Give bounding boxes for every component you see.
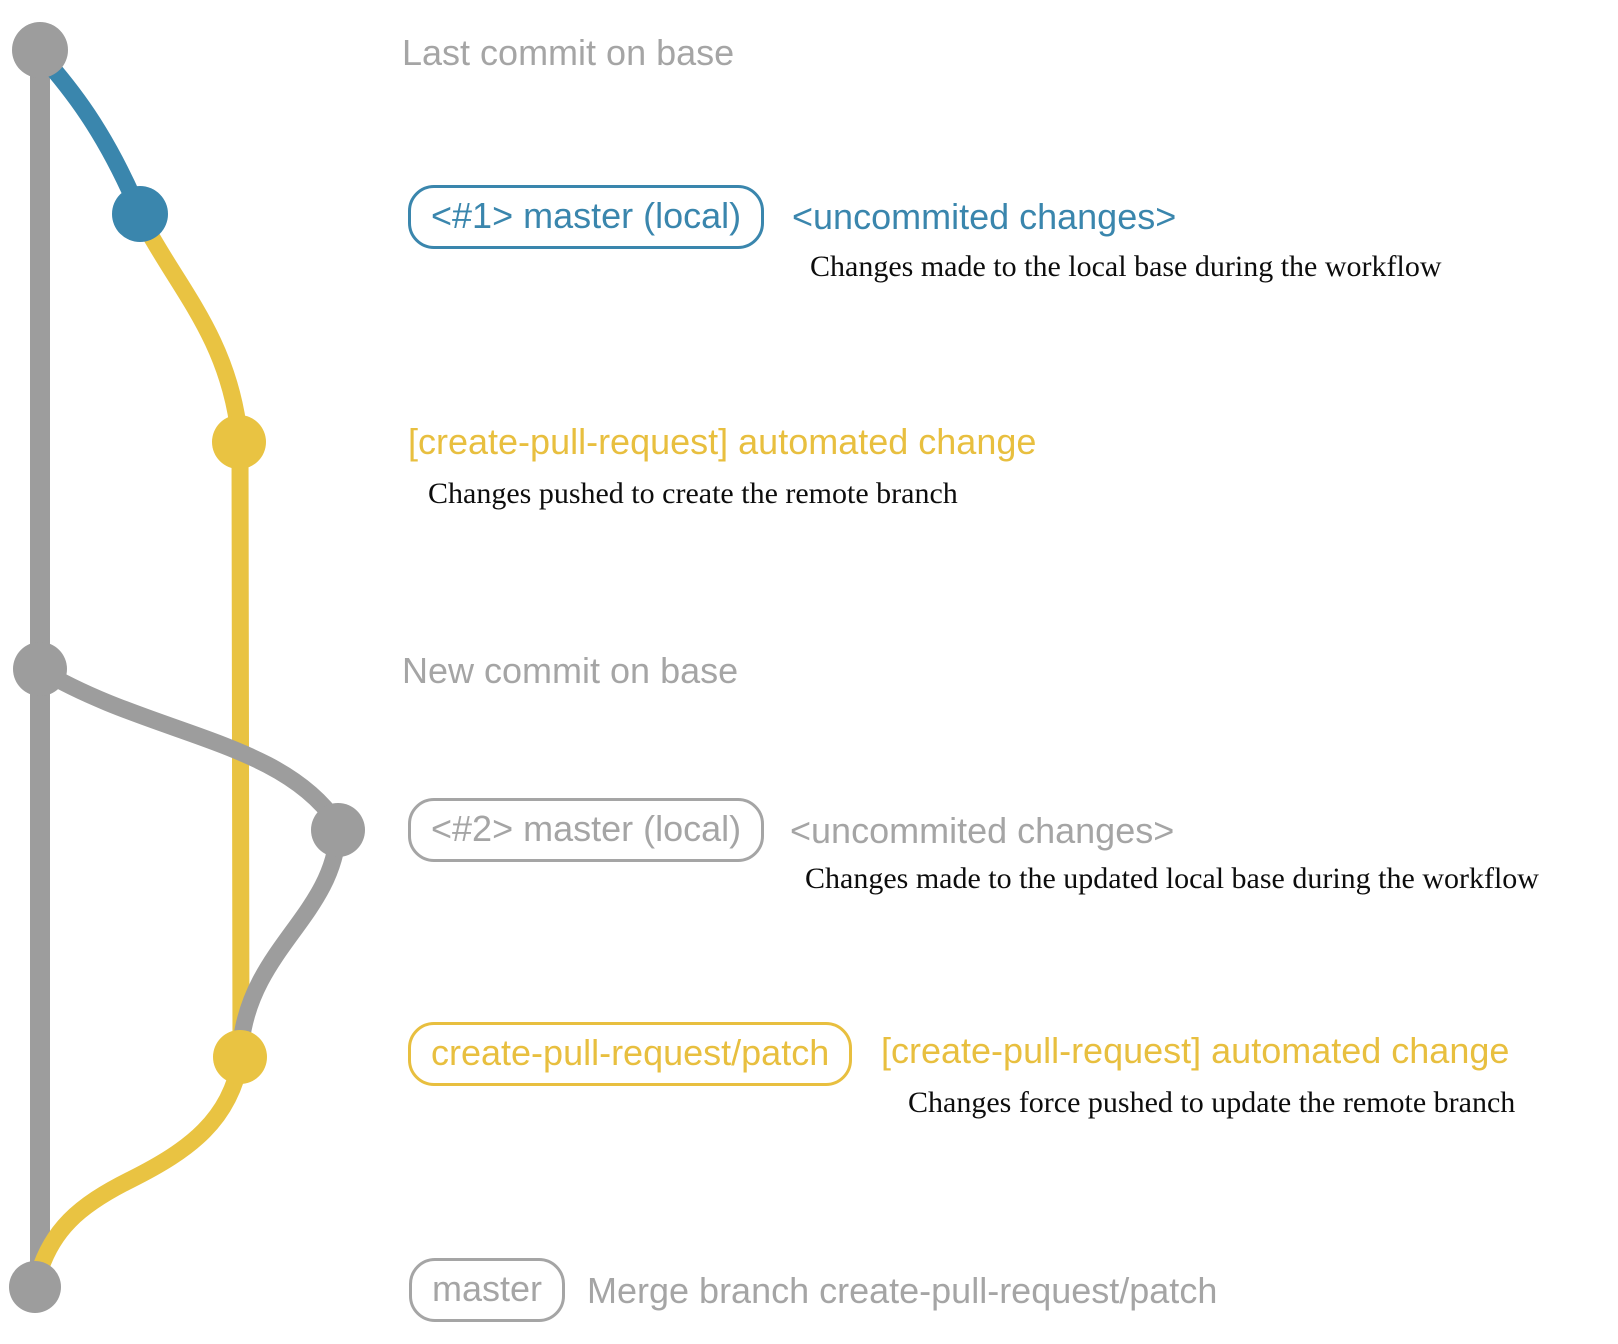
annotation-local1: Changes made to the local base during th… bbox=[810, 250, 1442, 283]
commit-dot-new-base bbox=[13, 642, 67, 696]
commit-message-automated-2: [create-pull-request] automated change bbox=[881, 1030, 1510, 1071]
local2-branch-in-line bbox=[232, 823, 347, 1052]
branch-badge-master-local-2: <#2> master (local) bbox=[408, 798, 765, 863]
label-last-commit-on-base: Last commit on base bbox=[402, 32, 735, 73]
local2-branch-out-line bbox=[32, 661, 345, 831]
remote-branch-create-line bbox=[133, 211, 248, 451]
annotation-push2: Changes force pushed to update the remot… bbox=[908, 1086, 1516, 1119]
commit-message-uncommited-1: <uncommited changes> bbox=[792, 196, 1177, 237]
commit-message-merge: Merge branch create-pull-request/patch bbox=[587, 1270, 1218, 1311]
local1-branch-line bbox=[33, 47, 149, 221]
commit-dot-merge bbox=[9, 1261, 61, 1313]
commit-dot-remote1 bbox=[212, 415, 266, 469]
annotation-local2: Changes made to the updated local base d… bbox=[805, 862, 1539, 895]
branch-badge-master-local-1: <#1> master (local) bbox=[408, 185, 765, 250]
label-new-commit-on-base: New commit on base bbox=[402, 650, 739, 691]
commit-dot-local2 bbox=[311, 803, 365, 857]
commit-dot-last-base bbox=[12, 22, 68, 78]
branch-badge-create-pull-request-patch: create-pull-request/patch bbox=[408, 1022, 853, 1087]
annotation-push1: Changes pushed to create the remote bran… bbox=[428, 477, 958, 510]
commit-dot-remote2 bbox=[213, 1030, 267, 1084]
commit-dot-local1 bbox=[112, 186, 168, 242]
remote-branch-merge-line bbox=[28, 1049, 250, 1289]
commit-message-uncommited-2: <uncommited changes> bbox=[790, 810, 1175, 851]
branch-badge-master: master bbox=[409, 1258, 566, 1323]
commit-message-automated-1: [create-pull-request] automated change bbox=[408, 421, 1037, 462]
